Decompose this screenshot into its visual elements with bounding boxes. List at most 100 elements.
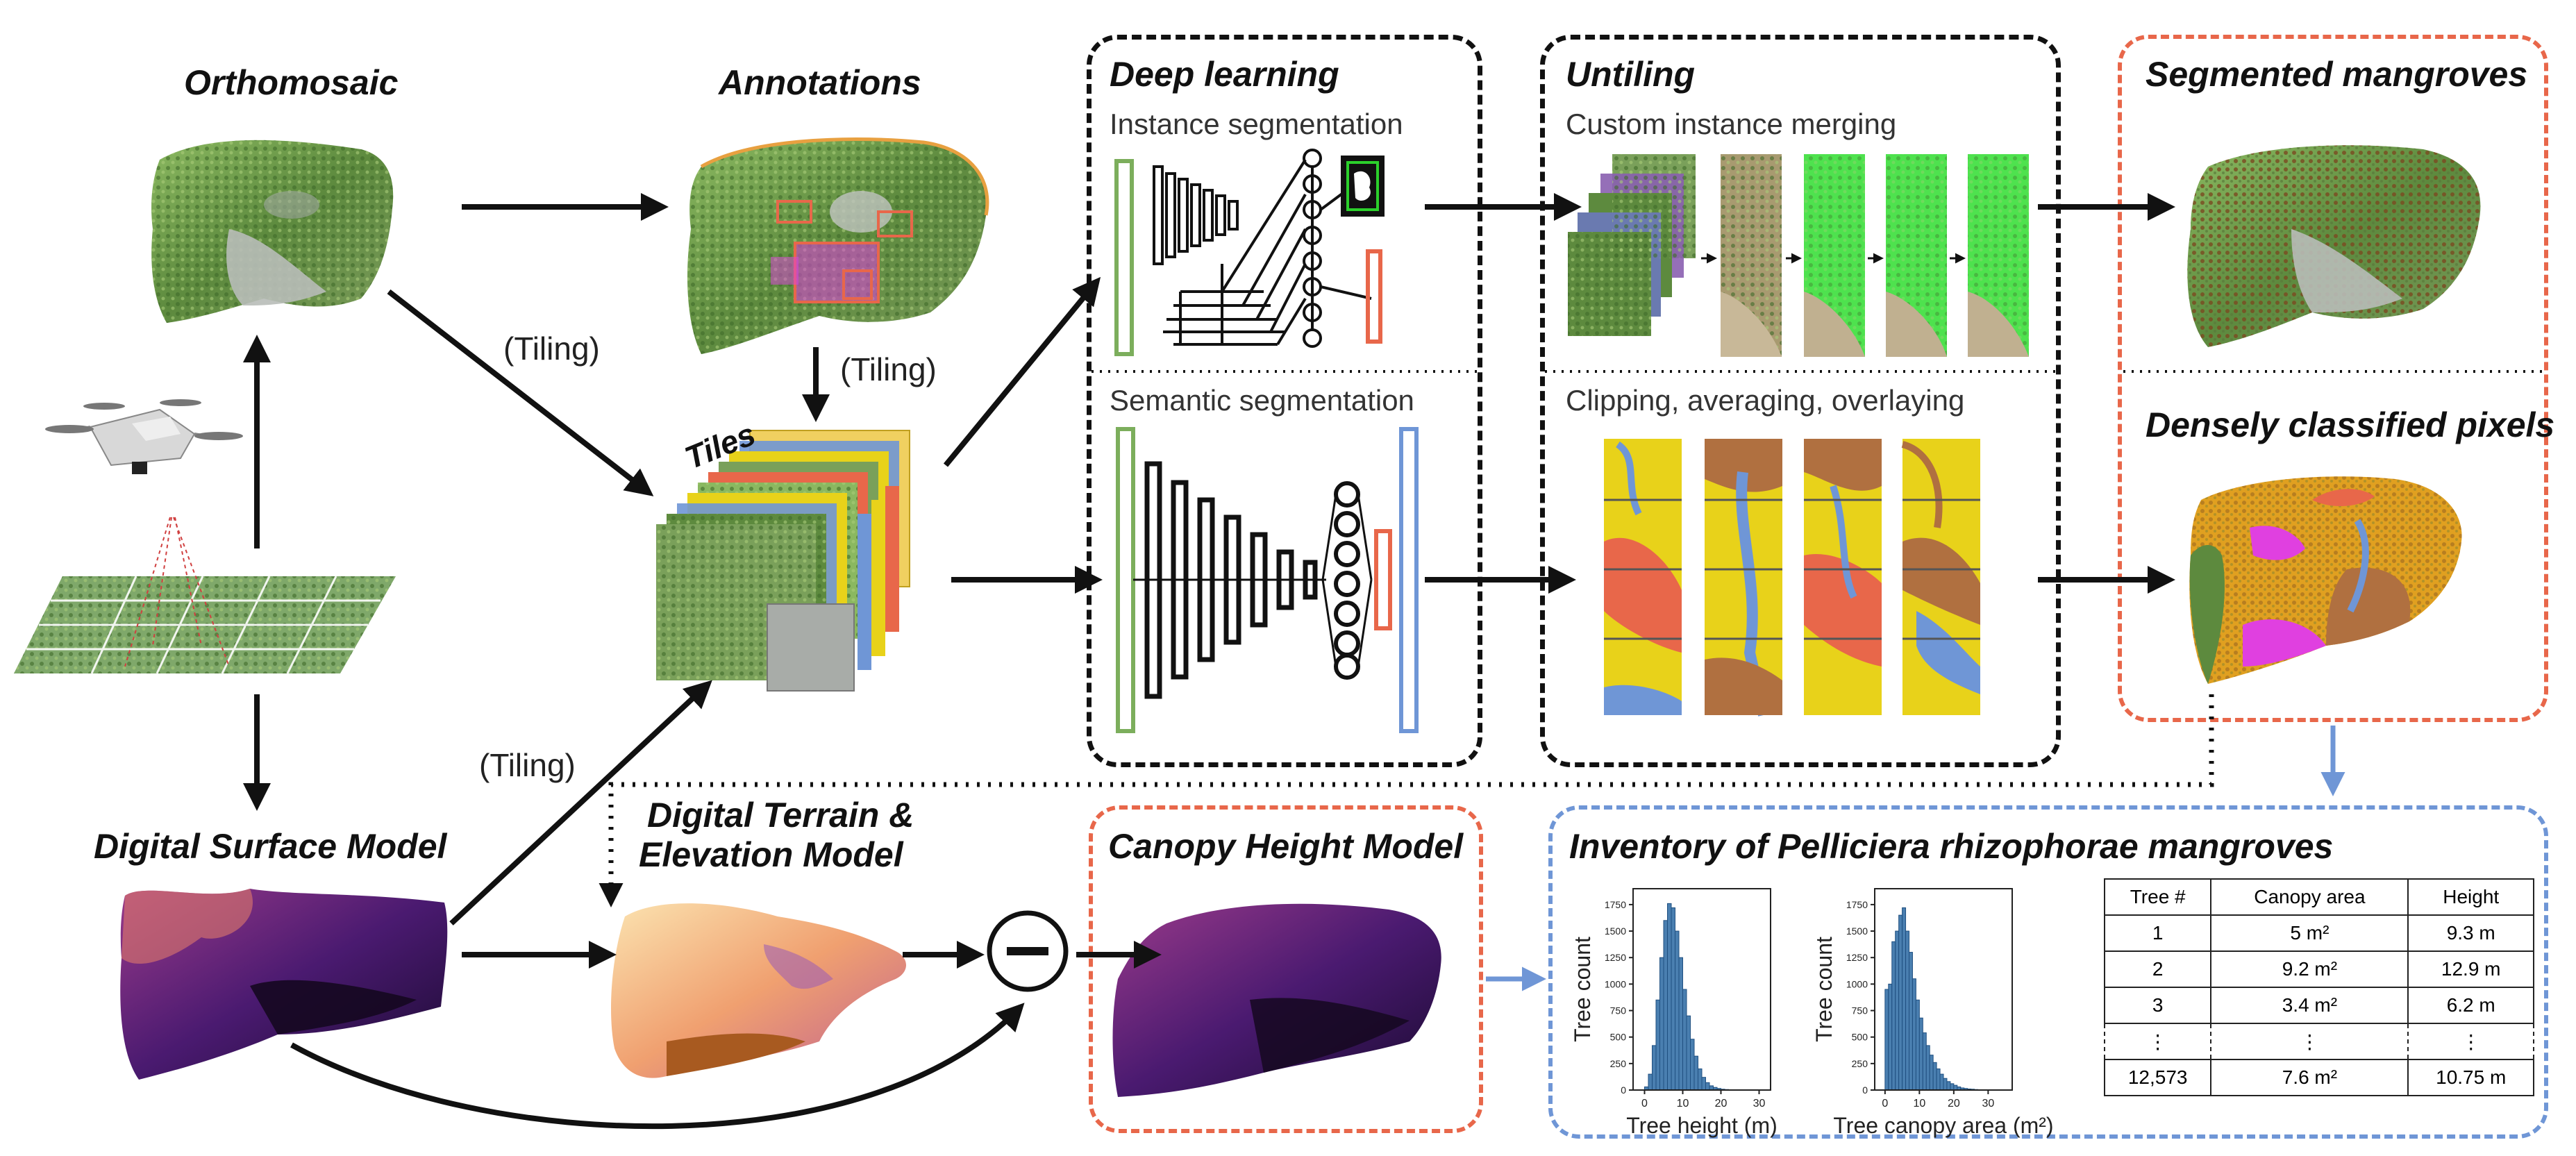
segmented-title: Segmented mangroves bbox=[2146, 55, 2528, 94]
histogram-bar bbox=[1898, 914, 1903, 1091]
chm-title: Canopy Height Model bbox=[1108, 827, 1464, 866]
table-row: 2 9.2 m² 12.9 m bbox=[2103, 950, 2534, 988]
histogram-bar bbox=[1905, 930, 1910, 1091]
histogram-bar bbox=[1953, 1084, 1958, 1091]
histogram-bar bbox=[1675, 930, 1680, 1091]
clipping-strips bbox=[1604, 439, 1980, 717]
histogram-bar bbox=[1648, 1073, 1653, 1091]
x-tick-label: 0 bbox=[1882, 1098, 1888, 1109]
untiling-box bbox=[1540, 35, 2061, 767]
table-row: 12,573 7.6 m² 10.75 m bbox=[2103, 1059, 2534, 1096]
histogram-bar bbox=[1932, 1062, 1937, 1091]
header-tree-id: Tree # bbox=[2103, 878, 2212, 916]
table-row: 3 3.4 m² 6.2 m bbox=[2103, 987, 2534, 1024]
histogram-bar bbox=[1884, 989, 1889, 1091]
histogram-bar bbox=[1925, 1045, 1930, 1091]
y-axis-label: Tree count bbox=[1570, 937, 1595, 1042]
chm-image bbox=[1112, 903, 1441, 1097]
cell-height: 6.2 m bbox=[2407, 987, 2534, 1024]
inventory-box bbox=[1548, 805, 2548, 1139]
histogram-bar bbox=[1705, 1082, 1710, 1091]
x-tick-label: 20 bbox=[1715, 1098, 1728, 1109]
histogram-bar bbox=[1701, 1077, 1706, 1091]
histogram-bar bbox=[1891, 941, 1896, 1091]
y-tick-label: 1000 bbox=[1846, 978, 1868, 989]
cell-tree-id: 12,573 bbox=[2103, 1059, 2212, 1096]
semantic-subtitle: Semantic segmentation bbox=[1110, 384, 1414, 417]
dtm-title-line2: Elevation Model bbox=[639, 835, 903, 874]
annotations-image bbox=[687, 137, 989, 354]
histogram-bar bbox=[1946, 1081, 1951, 1091]
y-tick-label: 1500 bbox=[1605, 925, 1626, 937]
terrain-model-image bbox=[611, 903, 906, 1078]
histogram-bar bbox=[1682, 989, 1687, 1091]
y-tick-label: 0 bbox=[1862, 1084, 1868, 1096]
inventory-title: Inventory of Pelliciera rhizophorae mang… bbox=[1569, 827, 2334, 866]
dsm-title: Digital Surface Model bbox=[94, 827, 447, 866]
x-tick-label: 30 bbox=[1982, 1098, 1994, 1109]
merging-subtitle: Custom instance merging bbox=[1566, 108, 1897, 140]
y-tick-label: 1250 bbox=[1605, 952, 1626, 963]
plot-frame bbox=[1632, 888, 1771, 1091]
dense-title: Densely classified pixels bbox=[2146, 405, 2555, 444]
deep-learning-title: Deep learning bbox=[1110, 55, 1339, 94]
y-tick-label: 1750 bbox=[1846, 899, 1868, 910]
histogram-bar bbox=[1690, 1039, 1695, 1091]
histogram-bar bbox=[1922, 1032, 1927, 1091]
x-tick-label: 0 bbox=[1641, 1098, 1648, 1109]
semantic-network-diagram bbox=[1116, 427, 1419, 733]
x-axis-label: Tree height (m) bbox=[1626, 1113, 1778, 1138]
y-tick-label: 0 bbox=[1621, 1084, 1626, 1096]
histogram-bar bbox=[1943, 1078, 1948, 1091]
instance-network-diagram bbox=[1114, 149, 1385, 356]
inventory-table: Tree # Canopy area Height 1 5 m² 9.3 m 2… bbox=[2103, 878, 2534, 1096]
histogram-bar bbox=[1929, 1055, 1934, 1091]
header-height: Height bbox=[2407, 878, 2534, 916]
y-tick-label: 250 bbox=[1610, 1058, 1627, 1069]
y-tick-label: 1000 bbox=[1605, 978, 1626, 989]
histogram-bar bbox=[1678, 957, 1683, 1091]
table-row: 1 5 m² 9.3 m bbox=[2103, 914, 2534, 952]
y-tick-label: 500 bbox=[1852, 1032, 1868, 1043]
histogram-bar bbox=[1686, 1015, 1691, 1091]
tiling-label-ortho: (Tiling) bbox=[503, 330, 600, 367]
dsm-image bbox=[120, 889, 448, 1080]
instance-tiles-stack-image bbox=[1568, 154, 1696, 336]
y-tick-label: 750 bbox=[1610, 1005, 1627, 1016]
instance-merging-strips bbox=[1721, 154, 2029, 357]
segmented-mangroves-image bbox=[2187, 145, 2481, 348]
histogram-bar bbox=[1950, 1083, 1955, 1091]
tiling-label-dsm: (Tiling) bbox=[479, 747, 576, 783]
table-ellipsis-row: ⋮ ⋮ ⋮ bbox=[2103, 1023, 2534, 1060]
header-canopy-area: Canopy area bbox=[2210, 878, 2409, 916]
deep-learning-box bbox=[1087, 35, 1482, 767]
minus-circle-icon bbox=[987, 910, 1069, 992]
x-axis-label: Tree canopy area (m²) bbox=[1833, 1113, 2053, 1138]
histogram-bar bbox=[1655, 999, 1660, 1091]
x-tick-label: 30 bbox=[1753, 1098, 1766, 1109]
y-tick-label: 1750 bbox=[1605, 899, 1626, 910]
histogram-bar bbox=[1667, 903, 1672, 1091]
annotations-title: Annotations bbox=[719, 63, 921, 102]
cell-tree-id: 1 bbox=[2103, 914, 2212, 952]
histogram-bar bbox=[1659, 957, 1664, 1091]
dtm-title-line1: Digital Terrain & bbox=[647, 796, 914, 835]
orthomosaic-title: Orthomosaic bbox=[184, 63, 399, 102]
instance-subtitle: Instance segmentation bbox=[1110, 108, 1403, 140]
histogram-bar bbox=[1888, 983, 1893, 1091]
histogram-bar bbox=[1652, 1045, 1657, 1091]
histogram-bar bbox=[1936, 1068, 1941, 1091]
blue-arrows bbox=[1486, 726, 2345, 991]
chm-box bbox=[1089, 805, 1483, 1133]
cell-tree-id: 3 bbox=[2103, 987, 2212, 1024]
y-tick-label: 250 bbox=[1852, 1058, 1868, 1069]
untiling-title: Untiling bbox=[1566, 55, 1696, 94]
classified-pixels-image bbox=[2189, 476, 2462, 684]
histogram-bar bbox=[1912, 978, 1916, 1091]
cell-canopy-area: 3.4 m² bbox=[2210, 987, 2409, 1024]
histogram-bar bbox=[1902, 907, 1907, 1091]
histogram-bar bbox=[1918, 1017, 1923, 1091]
